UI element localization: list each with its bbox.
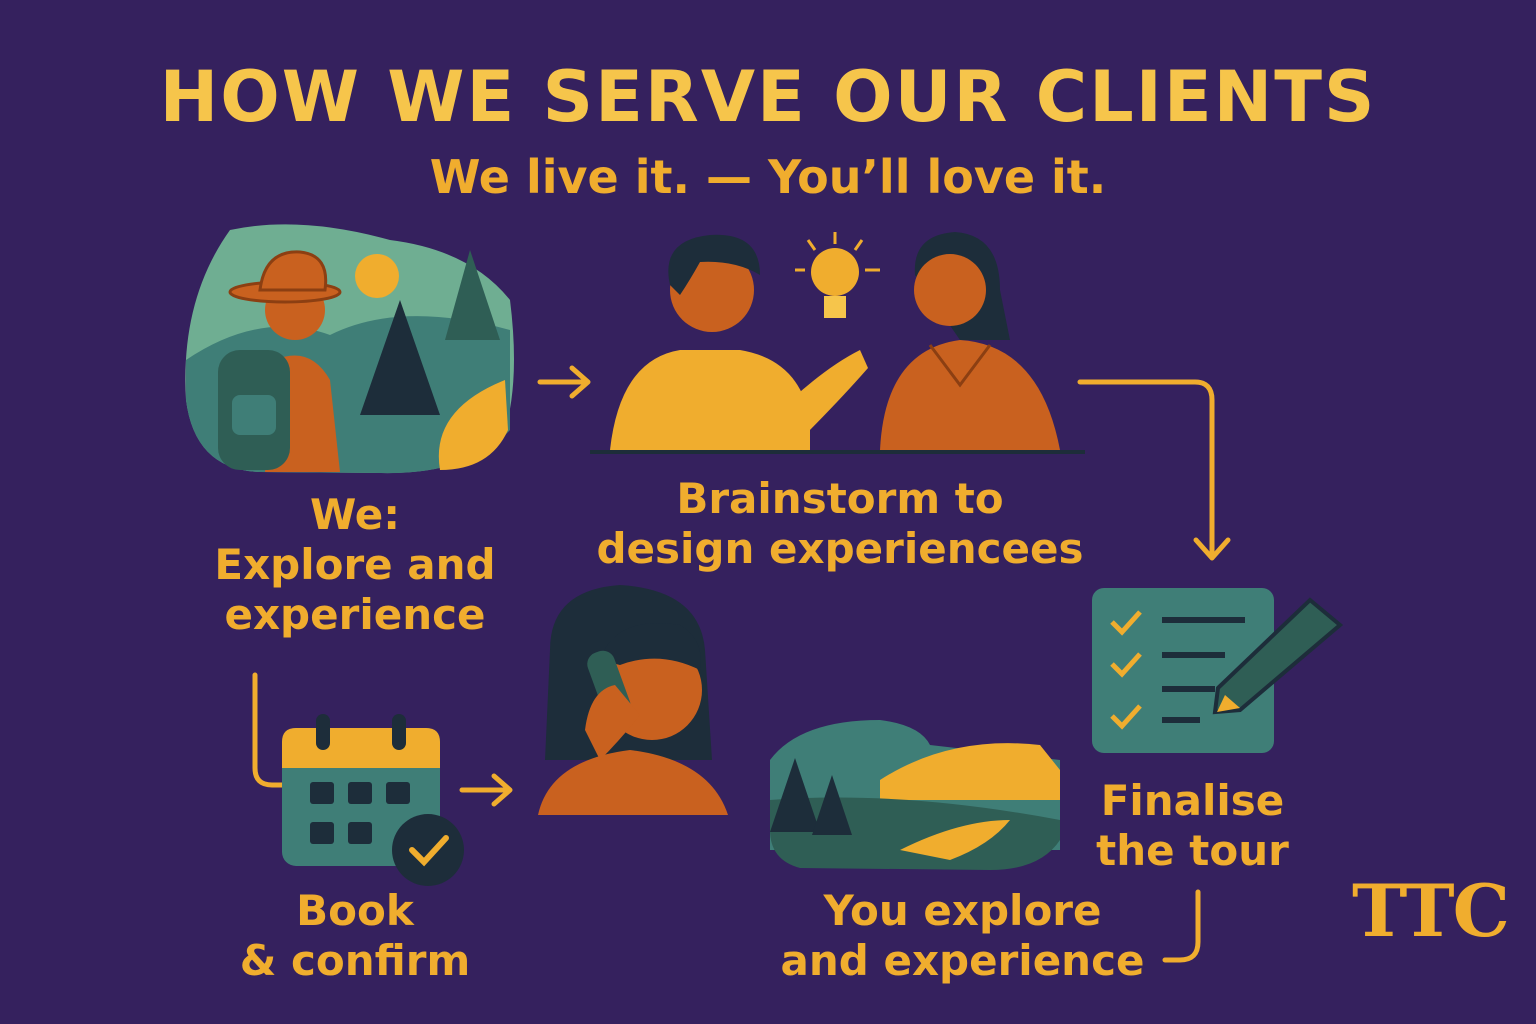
- connector-line: [1162, 889, 1201, 963]
- checklist-pencil-icon: [1092, 588, 1344, 753]
- hiker-landscape-icon: [185, 224, 514, 474]
- brainstorm-people-icon: [590, 232, 1085, 454]
- arrow-right-icon: [537, 365, 591, 399]
- landscape-river-icon: [770, 720, 1060, 870]
- arrow-elbow-down-icon: [1077, 379, 1231, 561]
- calendar-check-icon: [282, 714, 464, 886]
- step-label-book: Book & confirm: [239, 886, 471, 985]
- step-label-you-explore: You explore and experience: [780, 886, 1145, 985]
- connector-line: [252, 672, 285, 788]
- page-title: HOW WE SERVE OUR CLIENTS: [159, 56, 1377, 138]
- step-label-finalise: Finalise the tour: [1096, 776, 1289, 875]
- woman-phone-icon: [538, 585, 728, 815]
- step-label-brainstorm: Brainstorm to design experiencees: [596, 474, 1084, 573]
- step-label-explore: We: Explore and experience: [214, 490, 496, 639]
- brand-logo: TTC: [1352, 868, 1510, 953]
- page-subtitle: We live it. — You’ll love it.: [429, 150, 1107, 204]
- lightbulb-icon: [795, 232, 880, 318]
- arrow-right-icon: [459, 773, 513, 807]
